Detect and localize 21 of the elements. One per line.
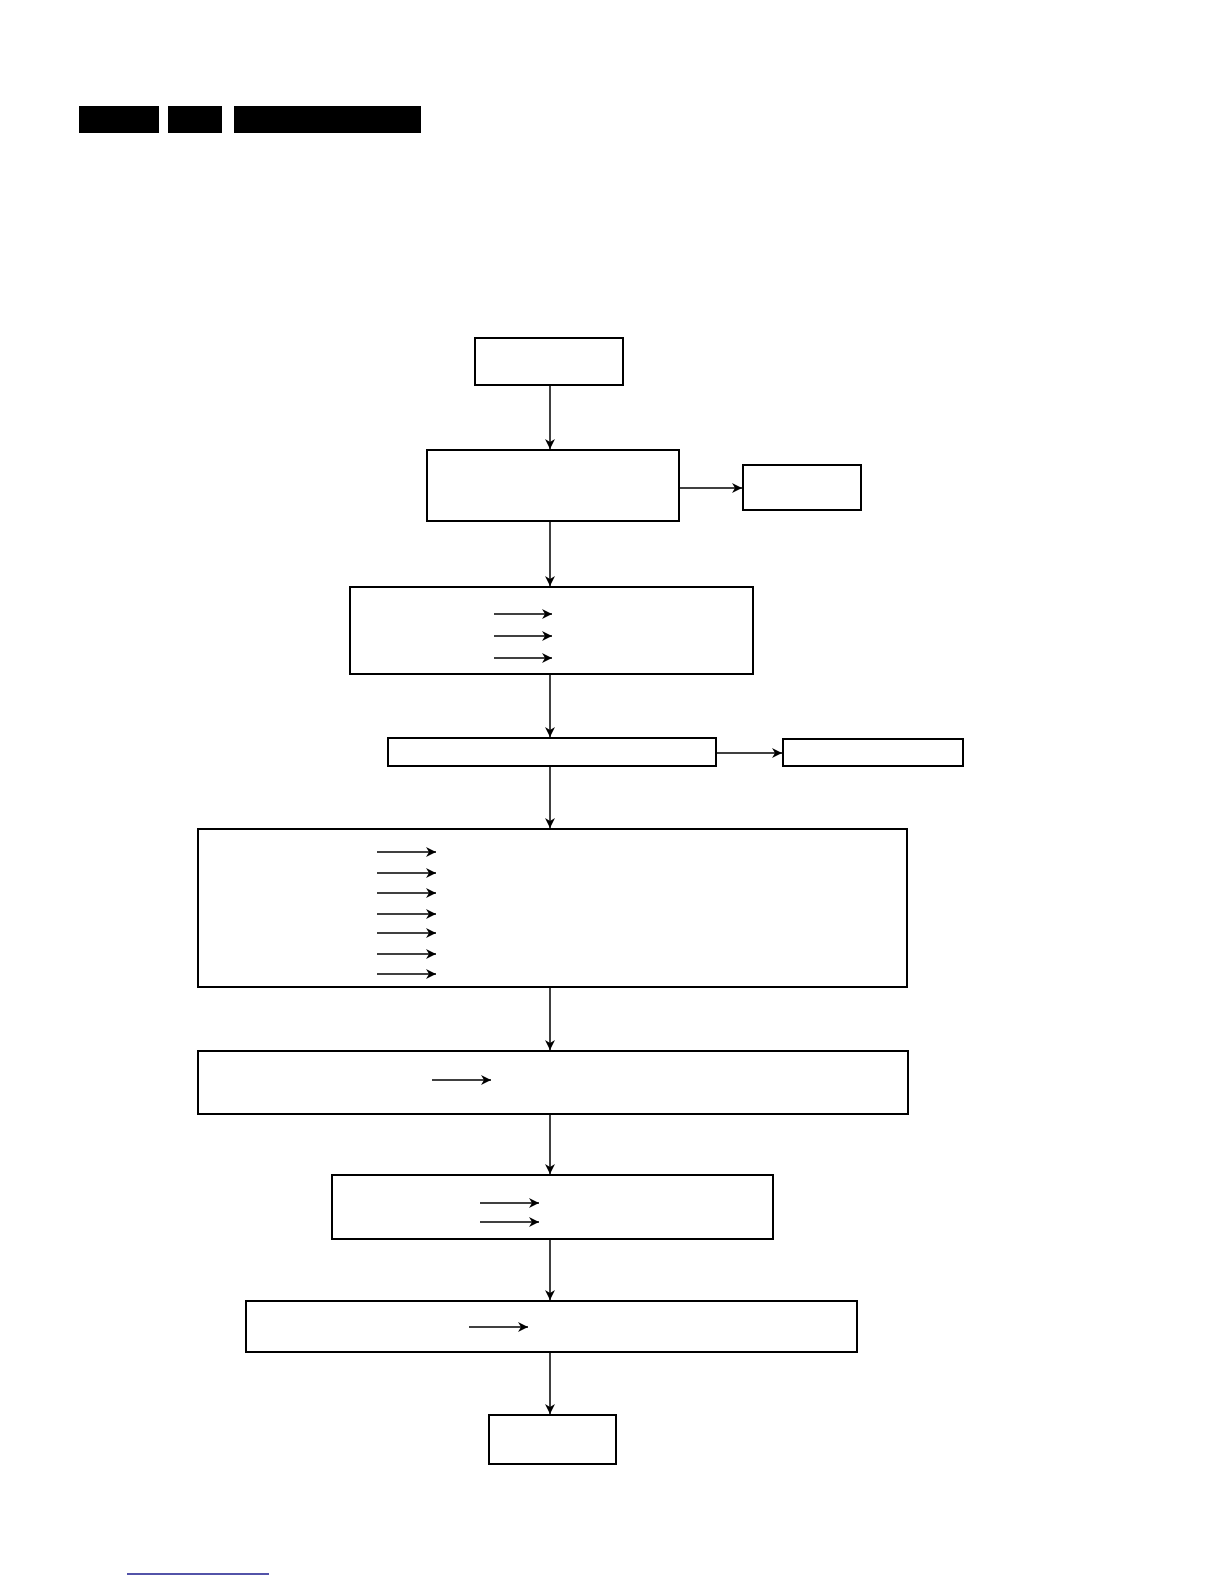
arrow bbox=[545, 674, 555, 738]
process-box bbox=[782, 738, 964, 767]
process-box bbox=[387, 737, 717, 767]
process-box bbox=[474, 337, 624, 386]
process-box bbox=[426, 449, 680, 522]
process-box bbox=[349, 586, 754, 675]
process-box bbox=[742, 464, 862, 511]
arrow bbox=[545, 1114, 555, 1175]
process-box bbox=[331, 1174, 774, 1240]
arrow bbox=[545, 987, 555, 1051]
arrow bbox=[545, 521, 555, 587]
arrow bbox=[679, 483, 743, 493]
process-box bbox=[488, 1414, 617, 1465]
arrow bbox=[545, 766, 555, 829]
process-box bbox=[245, 1300, 858, 1353]
arrow bbox=[545, 1352, 555, 1415]
arrow bbox=[545, 1239, 555, 1301]
arrow bbox=[545, 385, 555, 450]
process-box bbox=[197, 828, 908, 988]
process-box bbox=[197, 1050, 909, 1115]
arrow bbox=[716, 748, 783, 758]
